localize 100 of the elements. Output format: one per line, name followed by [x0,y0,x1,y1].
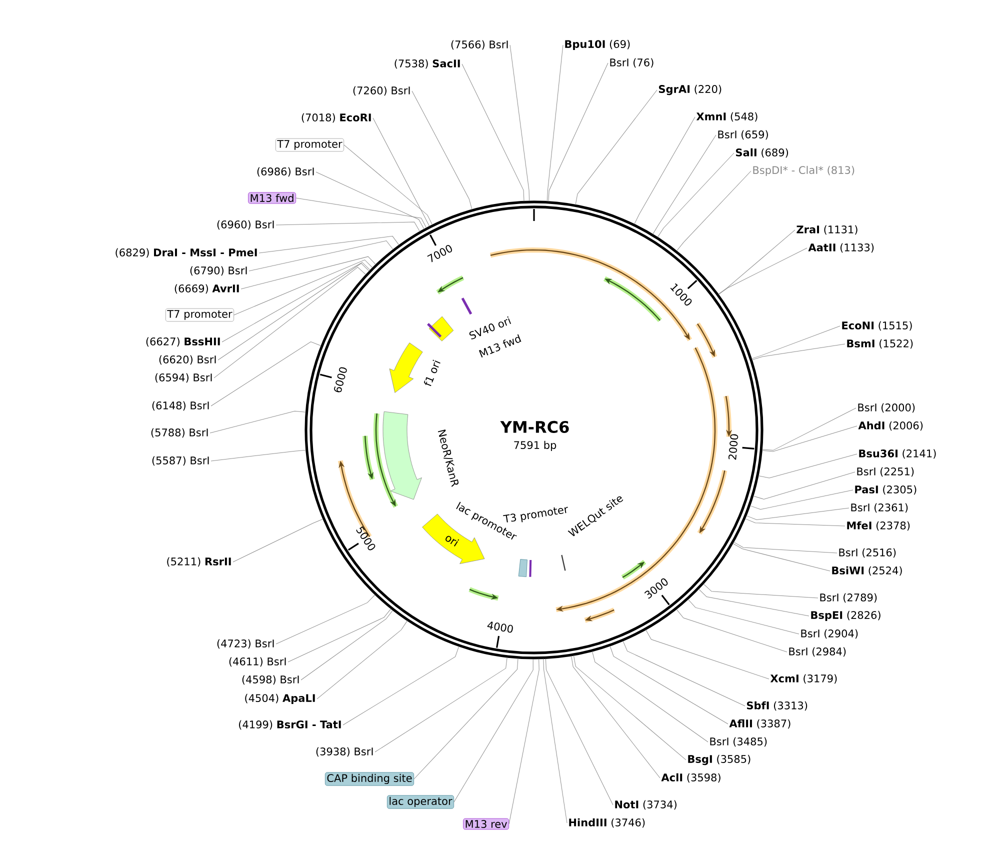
site-label: (6986) BsrI [257,167,314,177]
site-label: PasI (2305) [855,485,916,495]
leader-line [210,450,306,462]
leader-line [703,584,818,598]
leader-line [762,426,858,452]
leader-line [652,134,716,234]
site-label: AatII (1133) [808,243,874,253]
leader-line [210,342,322,406]
plasmid-size: 7591 bp [514,440,556,452]
site-label: AhdI (2006) [858,421,923,431]
site-label: (6627) BssHII [146,337,220,347]
leader-line [276,222,420,232]
leader-line [240,256,376,290]
leader-line [718,248,808,295]
site-label: AflII (3387) [729,719,790,729]
site-label: (4598) BsrI [242,675,299,685]
tick-label: 7000 [427,244,452,262]
leader-line [222,262,370,342]
leader-line [744,518,846,526]
site-label: (7260) BsrI [353,86,410,96]
leader-line [753,472,856,500]
site-label: (6669) AvrII [174,284,239,294]
leader-line [316,620,408,700]
leader-line [300,610,394,680]
site-label: (6620) BsrI [159,355,216,365]
site-label: BspDI* - ClaI* (813) [753,166,854,176]
site-label: XcmI (3179) [770,674,837,684]
site-label: (7566) BsrI [451,40,508,50]
site-label: AclI (3598) [661,773,720,783]
leader-line [676,170,752,252]
site-label: EcoNI (1515) [842,321,912,331]
site-label: Bpu10I (69) [565,40,630,50]
leader-line [214,266,366,378]
site-label: BsrI (2000) [858,403,915,413]
leader-line [676,609,788,652]
site-label: SbfI (3313) [746,701,808,711]
site-label: (6790) BsrI [190,266,247,276]
leader-line [688,599,800,634]
site-label: MfeI (2378) [847,521,910,531]
site-label: BspEI (2826) [811,610,880,622]
feature-tag: lac operator [387,795,454,809]
site-label: (6829) DraI - MssI - PmeI [116,248,257,258]
tick-label: 2000 [728,434,738,460]
leader-line [751,326,840,359]
site-label: (6594) BsrI [155,373,212,383]
leader-line [573,655,686,760]
leader-line [258,236,400,254]
site-label: (4611) BsrI [229,657,286,667]
leader-line [510,44,530,202]
plasmid-name: YM-RC6 [500,420,569,434]
leader-line [733,542,838,554]
leader-line [750,490,854,510]
leader-line [545,658,614,806]
leader-line [344,144,433,226]
site-label: HindIII (3746) [569,818,645,828]
leader-line [732,543,830,572]
site-label: BsrI (659) [718,130,768,140]
site-label: (4723) BsrI [217,639,274,649]
site-label: BsrI (2984) [789,647,846,657]
leader-line [372,118,430,227]
site-label: BsgI (3585) [688,754,750,766]
site-label: ZraI (1131) [796,225,858,235]
leader-line [543,658,568,824]
tick-label: 4000 [487,622,513,633]
site-label: XmnI (548) [696,112,758,122]
feature-tag: M13 fwd [248,192,296,204]
site-label: BsrI (3485) [710,737,767,747]
leader-line [762,408,856,451]
site-label: NotI (3734) [615,800,676,810]
leader-line [571,656,660,778]
leader-line [412,90,472,210]
leader-line [622,640,746,706]
site-label: (7538) SacII [394,59,460,69]
site-label: (4199) BsrGI - TatI [239,720,341,730]
site-label: (5587) BsrI [152,456,209,466]
leader-line [210,410,306,434]
leader-line [508,658,540,824]
leader-line [657,152,734,238]
site-label: BsrI (2516) [839,548,896,558]
site-label: (5211) RsrII [167,557,231,567]
leader-line [592,651,708,742]
feature-tag: M13 rev [463,818,509,830]
site-label: Bsu36I (2141) [859,449,936,459]
feature-tag: T7 promoter [275,138,344,152]
tick-label: 6000 [334,367,347,392]
leader-line [546,44,564,202]
site-label: SalI (689) [736,148,788,158]
leader-line [234,260,373,316]
leader-line [232,518,324,562]
leader-line [575,90,658,206]
leader-line [374,657,508,752]
leader-line [414,658,518,780]
site-label: BsrI (2789) [820,593,877,603]
leader-line [248,240,394,272]
leader-line [634,116,696,224]
feature-tag: T7 promoter [165,308,234,322]
site-label: SgrAI (220) [658,84,722,96]
leader-line [610,646,728,724]
site-label: (4504) ApaLI [245,694,315,704]
leader-line [276,594,376,644]
